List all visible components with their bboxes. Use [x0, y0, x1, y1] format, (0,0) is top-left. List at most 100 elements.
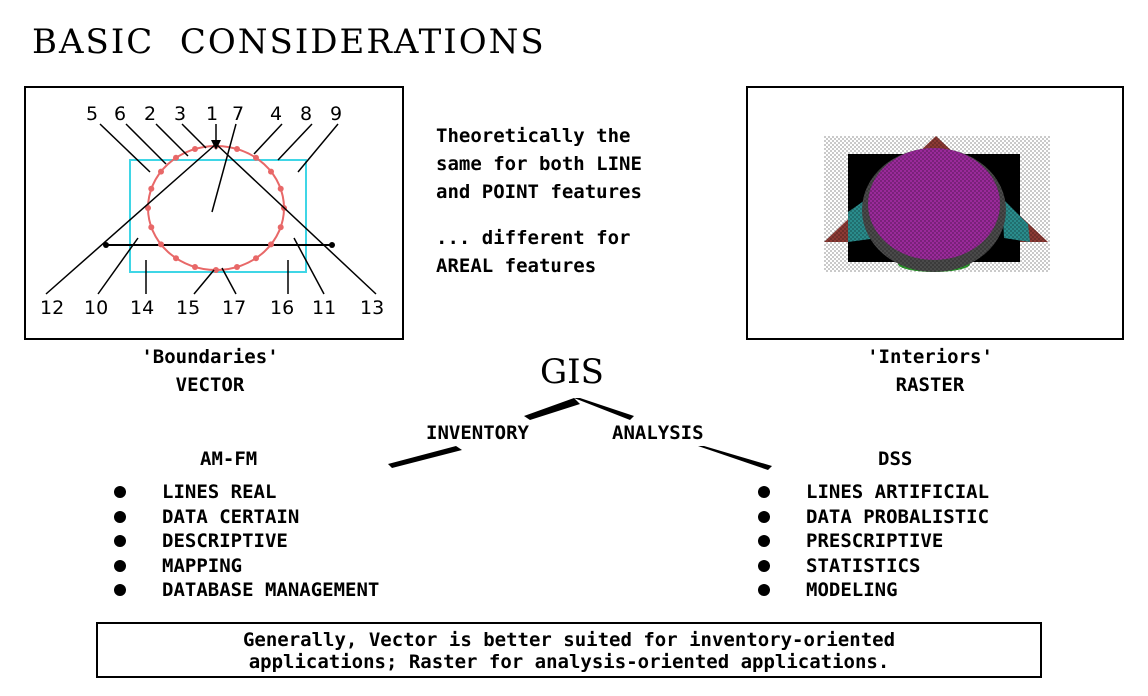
bottom-number-label: 16	[270, 297, 294, 319]
raster-caption-label: RASTER	[895, 374, 965, 396]
diagonal-right	[215, 143, 377, 295]
list-item-label: DATA PROBALISTIC	[806, 505, 990, 528]
vector-panel: 5 6 2 3 1 7 4 8 9 12 10 14 15 17 16 11 1…	[24, 86, 404, 340]
bullet-icon	[758, 535, 770, 547]
leader-17	[221, 267, 237, 295]
list-item: DESCRIPTIVE	[114, 529, 379, 554]
leader-8	[277, 123, 313, 161]
diagonal-left	[45, 143, 217, 295]
summary-note-line: Generally, Vector is better suited for i…	[242, 629, 896, 651]
branch-inventory: INVENTORY	[426, 422, 529, 444]
gis-tree-lines	[388, 398, 772, 470]
bottom-number-label: 11	[312, 297, 336, 319]
bottom-number-label: 17	[222, 297, 246, 319]
top-number-label: 8	[300, 103, 312, 125]
leader-4	[253, 123, 283, 155]
bottom-number-label: 14	[130, 297, 154, 319]
vector-line-endpoint-left	[103, 242, 109, 248]
list-item: DATABASE MANAGEMENT	[114, 578, 379, 603]
leader-5	[99, 123, 151, 173]
raster-dither-overlay	[824, 136, 1050, 272]
vertex-dot	[268, 168, 274, 175]
list-item-label: MODELING	[806, 579, 898, 601]
leader-10	[97, 237, 139, 295]
bottom-number-label: 10	[84, 297, 108, 319]
vertex-dot	[277, 224, 284, 231]
leader-3	[181, 123, 207, 149]
vertex-dot	[173, 255, 179, 262]
middle-text-line: and POINT features	[436, 181, 642, 203]
top-number-label: 2	[144, 103, 156, 125]
vertex-dot	[173, 154, 179, 161]
top-number-label: 4	[270, 103, 282, 125]
list-item-label: MAPPING	[162, 554, 243, 577]
list-item-label: DATABASE MANAGEMENT	[162, 579, 380, 601]
leader-15	[193, 269, 215, 295]
raster-diagram	[824, 136, 1050, 272]
amfm-heading: AM-FM	[200, 448, 258, 470]
bullet-icon	[758, 510, 770, 523]
vertex-dot	[158, 168, 164, 175]
tree-right-bottom	[698, 446, 772, 470]
list-item-label: LINES ARTIFICIAL	[806, 481, 990, 503]
list-item-label: PRESCRIPTIVE	[806, 530, 944, 552]
vertex-dot	[253, 255, 259, 262]
list-item: STATISTICS	[758, 554, 989, 579]
top-number-label: 6	[114, 103, 126, 125]
bullet-icon	[114, 559, 126, 572]
top-number-labels: 5 6 2 3 1 7 4 8 9	[86, 103, 342, 125]
vertex-dot	[234, 264, 240, 270]
middle-text-line: same for both LINE	[436, 153, 642, 175]
top-number-label: 5	[86, 103, 98, 125]
bottom-number-labels: 12 10 14 15 17 16 11 13	[40, 297, 384, 319]
list-item: DATA CERTAIN	[114, 505, 379, 530]
vector-caption-label: VECTOR	[175, 374, 245, 396]
bullet-icon	[114, 486, 126, 498]
list-item: MODELING	[758, 578, 989, 603]
top-number-label: 9	[330, 103, 342, 125]
tree-left-bottom	[388, 446, 462, 468]
leader-11	[293, 237, 325, 295]
bullet-icon	[114, 535, 126, 547]
dss-heading: DSS	[878, 448, 913, 470]
vector-top-arrow	[211, 140, 221, 150]
summary-note-line: applications; Raster for analysis-orient…	[248, 651, 890, 673]
vertex-dot	[234, 146, 240, 152]
branch-analysis: ANALYSIS	[612, 422, 704, 444]
vector-caption-quote: 'Boundaries'	[141, 346, 279, 368]
tree-left-top	[524, 398, 580, 420]
leader-9	[297, 123, 339, 173]
vector-red-vertices	[145, 143, 287, 273]
list-item: LINES ARTIFICIAL	[758, 480, 989, 505]
top-number-label: 1	[206, 103, 218, 125]
list-item-label: DATA CERTAIN	[162, 505, 300, 528]
vertex-dot	[192, 264, 198, 270]
tree-right-top	[574, 398, 634, 420]
bullet-icon	[758, 584, 770, 596]
vertex-dot	[145, 205, 151, 211]
top-number-label: 7	[232, 103, 244, 125]
leader-2	[155, 123, 189, 157]
leader-7	[211, 123, 237, 213]
vector-diagram: 5 6 2 3 1 7 4 8 9 12 10 14 15 17 16 11 1…	[40, 103, 384, 319]
vertex-dot	[213, 267, 219, 273]
list-item: LINES REAL	[114, 480, 379, 505]
middle-text-line: AREAL features	[436, 255, 597, 277]
top-number-label: 3	[174, 103, 186, 125]
middle-text-line: Theoretically the	[436, 125, 631, 147]
raster-panel	[746, 86, 1124, 340]
bottom-number-label: 12	[40, 297, 64, 319]
leader-6	[125, 123, 167, 165]
vertex-dot	[148, 224, 155, 231]
dss-list: LINES ARTIFICIAL DATA PROBALISTIC PRESCR…	[758, 480, 989, 603]
vertex-dot	[268, 241, 274, 248]
bottom-number-label: 15	[176, 297, 200, 319]
raster-caption-quote: 'Interiors'	[867, 346, 993, 368]
bullet-icon	[758, 559, 770, 572]
page-title: BASIC CONSIDERATIONS	[32, 22, 546, 62]
bottom-number-label: 13	[360, 297, 384, 319]
vertex-dot	[277, 185, 284, 192]
vertex-dot	[148, 185, 155, 192]
summary-note: Generally, Vector is better suited for i…	[96, 622, 1042, 678]
list-item-label: STATISTICS	[806, 554, 921, 577]
